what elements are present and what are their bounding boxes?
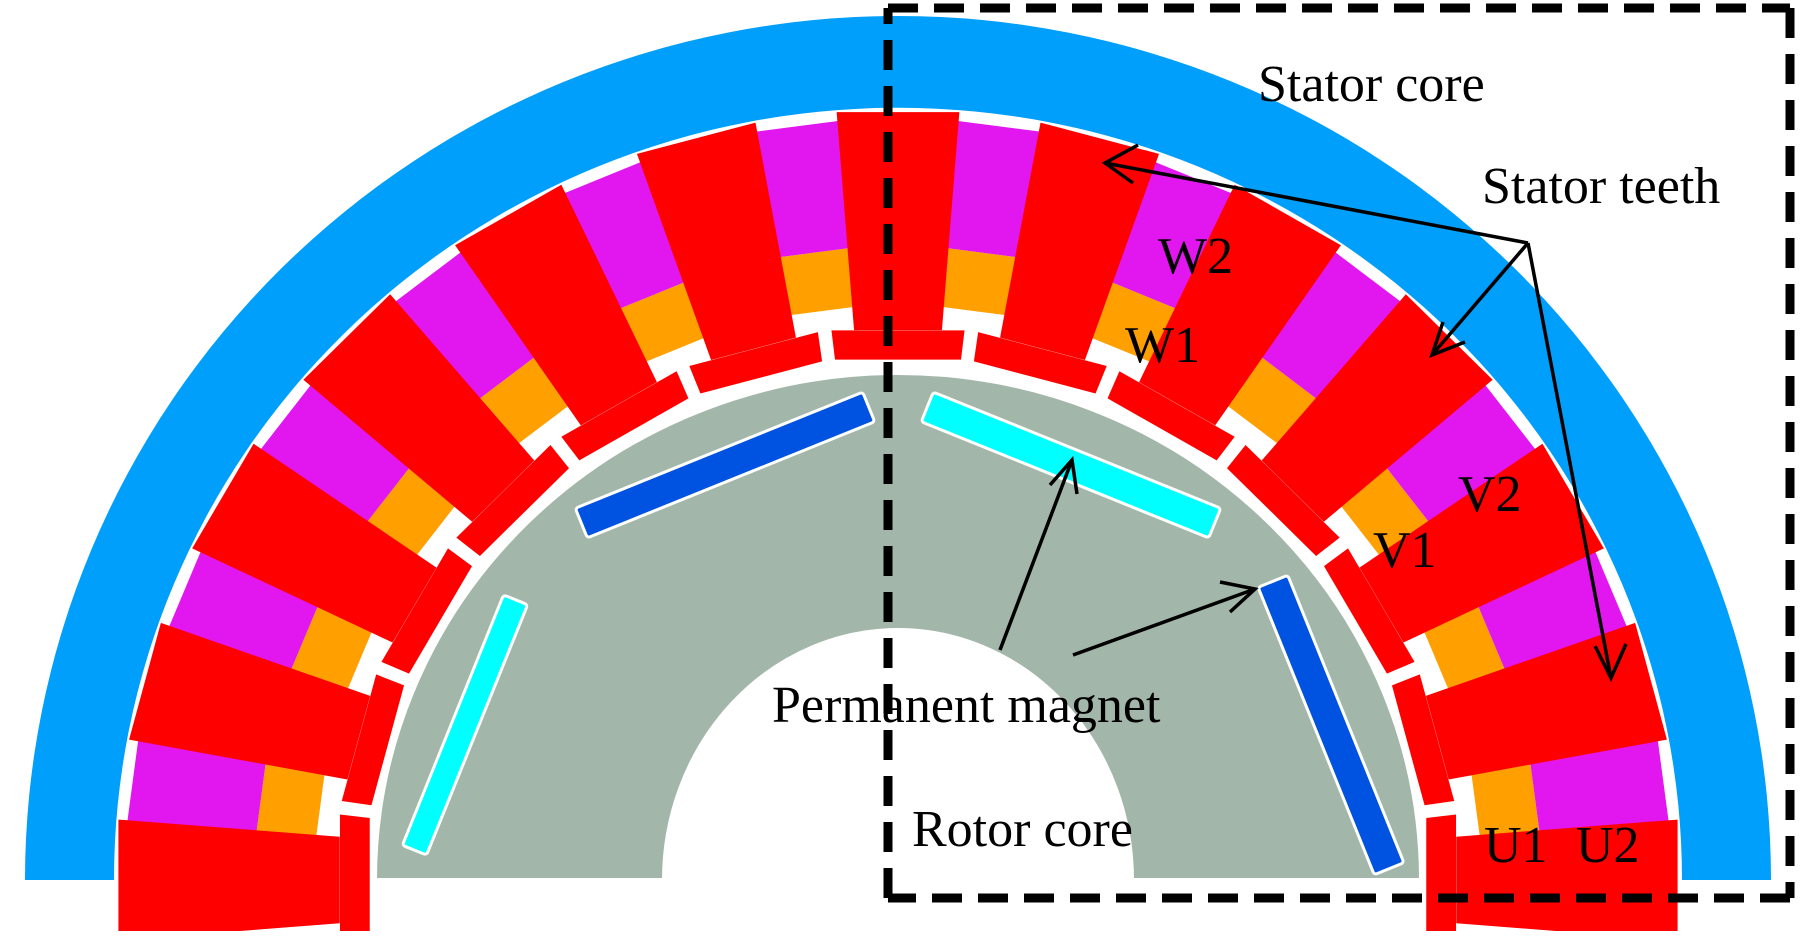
arrow-stator-teeth-1 bbox=[1104, 161, 1529, 245]
stator-tooth-10 bbox=[303, 294, 535, 522]
stator-tooth-shoe-6 bbox=[973, 332, 1107, 394]
label-stator-teeth: Stator teeth bbox=[1482, 158, 1720, 215]
stator-tooth-8 bbox=[636, 122, 796, 361]
label-rotor-core: Rotor core bbox=[912, 801, 1133, 858]
stator-tooth-shoe-13 bbox=[339, 814, 370, 936]
stator-tooth-shoe-5 bbox=[1107, 371, 1235, 461]
coil-label-v2: V2 bbox=[1458, 466, 1522, 523]
arrowhead-stator-teeth-3 bbox=[1593, 643, 1628, 683]
arrowhead-magnet-1 bbox=[1048, 456, 1079, 495]
arrowhead-stator-teeth-2 bbox=[1429, 321, 1466, 359]
stator-tooth-shoe-12 bbox=[341, 674, 405, 806]
coil-label-w2: W2 bbox=[1158, 228, 1233, 285]
arrow-stator-teeth-3 bbox=[1526, 242, 1613, 679]
stator-tooth-3 bbox=[1359, 443, 1604, 643]
annotation-arrows bbox=[998, 143, 1628, 683]
stator-band bbox=[114, 107, 1682, 936]
stator-tooth-shoe-2 bbox=[1391, 674, 1455, 806]
annotation-labels: Stator core Stator teeth Permanent magne… bbox=[772, 56, 1720, 858]
arrow-magnet-1 bbox=[998, 459, 1074, 651]
dashed-boundary bbox=[883, 3, 1795, 903]
arrowhead-magnet-2 bbox=[1219, 580, 1259, 614]
arrow-stator-teeth-2 bbox=[1430, 241, 1530, 357]
magnet-left-inner bbox=[574, 391, 876, 539]
stator-tooth-1 bbox=[1456, 819, 1678, 936]
label-permanent-magnet: Permanent magnet bbox=[772, 677, 1161, 734]
stator-tooth-shoe-7 bbox=[831, 330, 965, 360]
stator-tooth-12 bbox=[129, 622, 371, 780]
stator-tooth-shoe-1 bbox=[1426, 814, 1457, 936]
arrow-magnet-2 bbox=[1072, 587, 1256, 657]
stator-tooth-shoe-10 bbox=[456, 444, 570, 556]
stator-tooth-shoe-11 bbox=[381, 548, 473, 674]
stator-tooth-11 bbox=[192, 443, 437, 643]
stator-tooth-shoe-9 bbox=[561, 371, 689, 461]
coil-labels: W2 W1 V2 V1 U1 U2 bbox=[1125, 228, 1640, 874]
stator-tooth-shoe-8 bbox=[689, 332, 823, 394]
arrowhead-stator-teeth-1 bbox=[1101, 143, 1139, 185]
magnet-left-outer bbox=[401, 594, 529, 856]
coil-label-u1: U1 bbox=[1484, 817, 1548, 874]
magnet-right-outer bbox=[1257, 574, 1405, 876]
coil-label-w1: W1 bbox=[1125, 317, 1200, 374]
label-stator-core: Stator core bbox=[1258, 56, 1485, 113]
stator-tooth-5 bbox=[1139, 184, 1341, 426]
stator-tooth-shoe-4 bbox=[1226, 444, 1340, 556]
coil-label-u2: U2 bbox=[1576, 817, 1640, 874]
coil-label-v1: V1 bbox=[1373, 522, 1437, 579]
stator-tooth-7 bbox=[836, 112, 960, 331]
stator-tooth-9 bbox=[455, 184, 657, 426]
stator-core bbox=[25, 16, 1771, 880]
stator-tooth-shoe-3 bbox=[1323, 548, 1415, 674]
stator-tooth-13 bbox=[118, 819, 340, 936]
stator-tooth-6 bbox=[1000, 122, 1160, 361]
